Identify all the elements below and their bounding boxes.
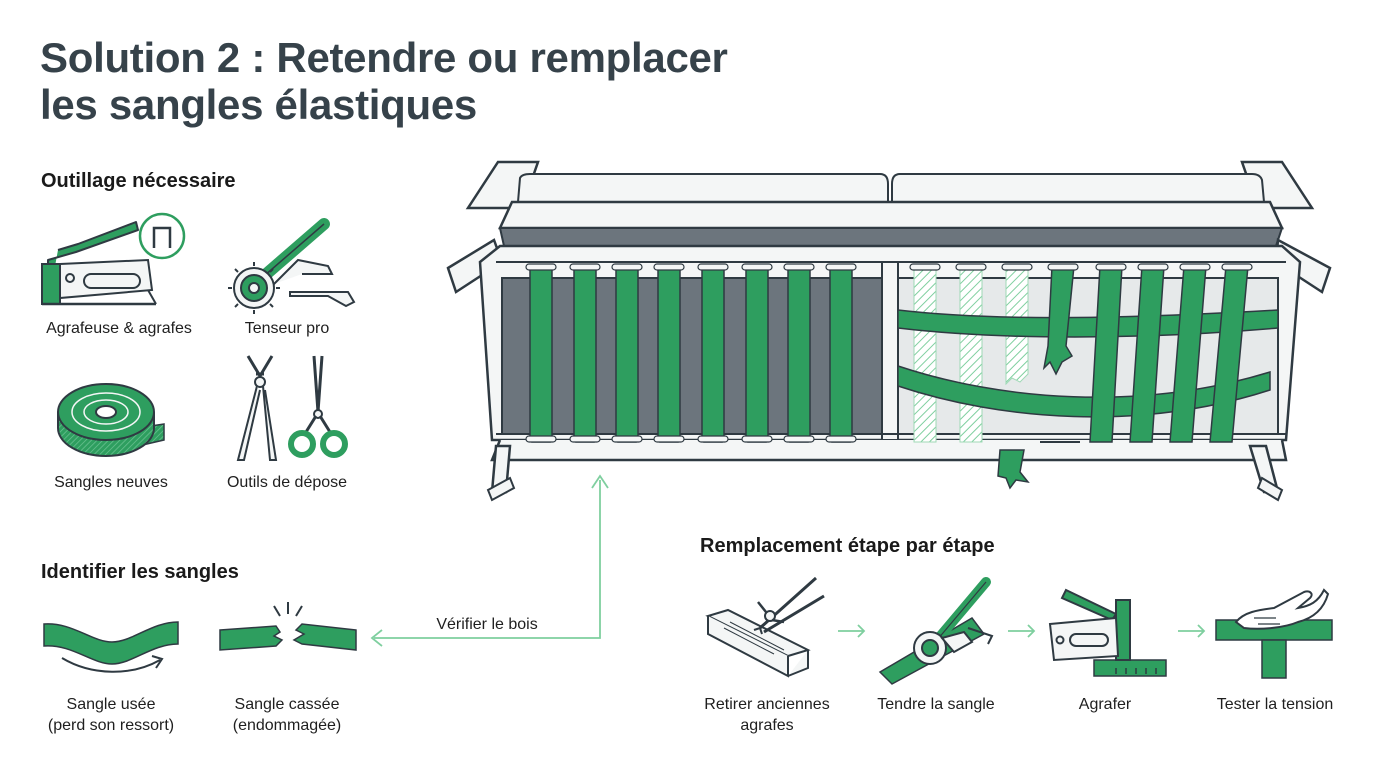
page-title: Solution 2 : Retendre ou remplacer les s… xyxy=(40,34,728,128)
left-panel xyxy=(501,277,883,435)
step-label-remove: Retirer anciennes agrafes xyxy=(692,694,842,736)
step-label-remove-line2: agrafes xyxy=(740,717,794,734)
stapler-step-icon xyxy=(1048,588,1167,677)
back-fabric xyxy=(498,227,1284,247)
title-line-1: Solution 2 : Retendre ou remplacer xyxy=(40,34,728,81)
worn-strap-label-line1: Sangle usée xyxy=(66,696,156,713)
strap-broken-top xyxy=(1042,265,1075,376)
cushion-left xyxy=(516,173,889,203)
identify-heading: Identifier les sangles xyxy=(41,561,239,583)
straps-left-healthy xyxy=(529,265,853,443)
title-line-2: les sangles élastiques xyxy=(40,81,477,128)
step-arrow-3 xyxy=(1178,624,1206,638)
broken-strap-label-line1: Sangle cassée xyxy=(234,696,340,713)
broken-strap-icon xyxy=(219,602,357,651)
check-wood-callout: Vérifier le bois xyxy=(436,616,538,633)
cushion-right xyxy=(891,173,1266,203)
tools-heading: Outillage nécessaire xyxy=(41,170,236,192)
worn-strap-icon xyxy=(43,621,179,673)
step-label-test: Tester la tension xyxy=(1216,696,1334,713)
step-arrow-1 xyxy=(838,624,866,638)
webbing-roll-icon xyxy=(57,383,165,457)
hand-test-icon xyxy=(1215,588,1333,679)
worn-strap-label-line2: (perd son ressort) xyxy=(47,717,175,734)
center-rail xyxy=(881,261,899,441)
tool-label-webbing: Sangles neuves xyxy=(54,474,168,491)
sofa-underside-illustration xyxy=(446,160,1332,502)
tool-label-removal: Outils de dépose xyxy=(226,474,348,491)
staple-remover-icon xyxy=(705,576,825,678)
steps-heading: Remplacement étape par étape xyxy=(700,535,995,557)
tool-label-stapler: Agrafeuse & agrafes xyxy=(46,320,192,337)
strap-broken-hanging xyxy=(997,449,1030,490)
step-label-staple: Agrafer xyxy=(1078,696,1132,713)
worn-strap-label: Sangle usée (perd son ressort) xyxy=(34,694,188,736)
broken-strap-label-line2: (endommagée) xyxy=(232,717,342,734)
webbing-stretcher-icon xyxy=(228,218,356,314)
tensioner-icon xyxy=(878,577,994,685)
seat-rail xyxy=(498,200,1284,230)
tool-label-stretcher: Tenseur pro xyxy=(244,320,330,337)
pliers-scissors-icon xyxy=(236,355,348,461)
straps-right-vertical xyxy=(1089,265,1249,443)
step-label-tension: Tendre la sangle xyxy=(877,696,995,713)
step-arrow-2 xyxy=(1008,624,1036,638)
stapler-icon xyxy=(41,212,186,306)
broken-strap-label: Sangle cassée (endommagée) xyxy=(216,694,358,736)
step-label-remove-line1: Retirer anciennes xyxy=(704,696,830,713)
